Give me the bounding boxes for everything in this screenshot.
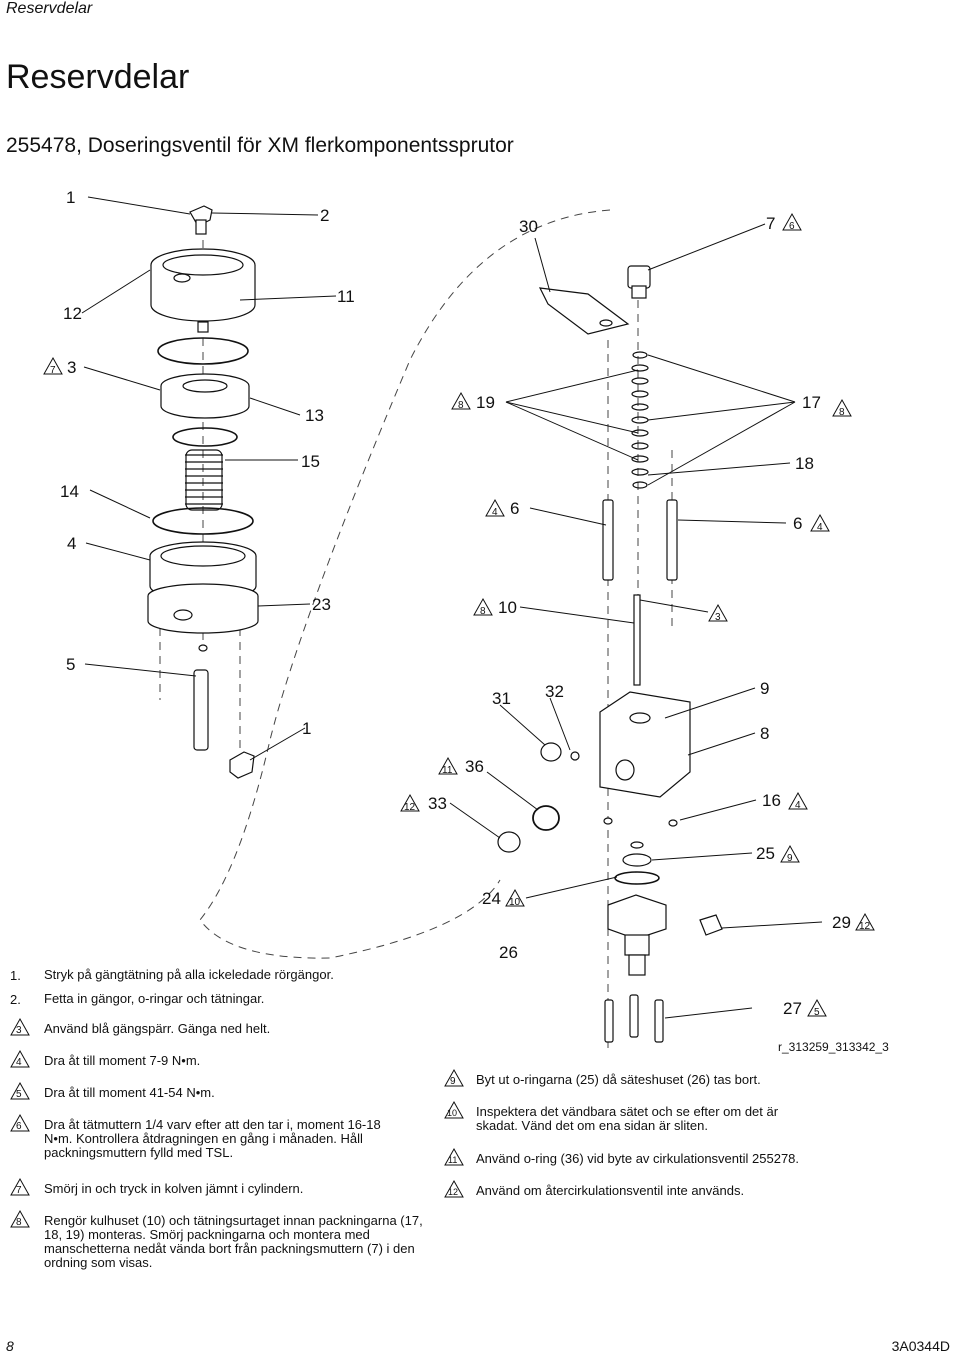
svg-text:11: 11	[442, 765, 453, 776]
triangle-mark-11: 11	[438, 757, 458, 776]
callout-3: 3	[67, 358, 76, 377]
note-5: Dra åt till moment 41-54 N•m.	[44, 1085, 215, 1100]
note-2: Fetta in gängor, o-ringar och tätningar.	[44, 991, 265, 1006]
note-3: Använd blå gängspärr. Gänga ned helt.	[44, 1021, 271, 1036]
callout-32: 32	[545, 682, 564, 701]
triangle-mark-12: 12	[400, 794, 420, 813]
note-label-12: 12	[448, 1187, 459, 1197]
note-label-11: 11	[448, 1155, 458, 1165]
note-8: Rengör kulhuset (10) och tätningsurtaget…	[44, 1213, 423, 1270]
callout-15: 15	[301, 452, 320, 471]
callout-1: 1	[66, 188, 75, 207]
note-label-1: 1.	[10, 968, 21, 983]
svg-text:6: 6	[789, 221, 795, 232]
svg-text:4: 4	[817, 522, 823, 533]
callout-23: 23	[312, 595, 331, 614]
triangle-mark-7: 7	[43, 357, 63, 376]
callout-4: 4	[67, 534, 76, 553]
callout-17: 17	[802, 393, 821, 412]
callout-33: 33	[428, 794, 447, 813]
callout-2: 2	[320, 206, 329, 225]
callout-6-left: 6	[510, 499, 519, 518]
triangle-mark-8-lower: 8	[473, 598, 493, 617]
note-7: Smörj in och tryck in kolven jämnt i cyl…	[44, 1181, 304, 1196]
triangle-mark-3: 3	[708, 604, 728, 623]
triangle-note-marks: 6 7 8 8 4 4 8 3 11 12 4 9 10 12 5	[43, 213, 875, 1018]
note-label-3: 3	[16, 1025, 22, 1036]
callout-14: 14	[60, 482, 79, 501]
callout-36: 36	[465, 757, 484, 776]
document-id: 3A0344D	[891, 1338, 950, 1354]
callout-12: 12	[63, 304, 82, 323]
callout-1-lower: 1	[302, 719, 311, 738]
callout-9: 9	[760, 679, 769, 698]
note-label-10: 10	[447, 1108, 458, 1118]
callout-31: 31	[492, 689, 511, 708]
callout-10: 10	[498, 598, 517, 617]
callout-13: 13	[305, 406, 324, 425]
triangle-mark-10: 10	[505, 889, 525, 908]
page-number: 8	[6, 1338, 14, 1354]
svg-text:5: 5	[814, 1007, 820, 1018]
note-10: Inspektera det vändbara sätet och se eft…	[476, 1104, 779, 1133]
svg-text:10: 10	[509, 897, 521, 908]
callout-27: 27	[783, 999, 802, 1018]
running-header: Reservdelar	[6, 0, 93, 17]
note-11: Använd o-ring (36) vid byte av cirkulati…	[476, 1151, 800, 1166]
callout-19: 19	[476, 393, 495, 412]
callout-29: 29	[832, 913, 851, 932]
upper-housing-assembly	[147, 205, 259, 779]
note-label-7: 7	[16, 1185, 22, 1196]
note-label-8: 8	[16, 1217, 22, 1228]
page-title: Reservdelar	[6, 58, 190, 96]
leader-lines	[81, 196, 823, 1019]
callout-6-right: 6	[793, 514, 802, 533]
triangle-mark-4-right: 4	[810, 514, 830, 533]
note-6: Dra åt tätmuttern 1/4 varv efter att den…	[44, 1117, 381, 1160]
svg-text:12: 12	[404, 802, 416, 813]
callout-26: 26	[499, 943, 518, 962]
triangle-mark-9: 9	[780, 845, 800, 864]
note-12: Använd om återcirkulationsventil inte an…	[476, 1183, 745, 1198]
svg-text:3: 3	[715, 612, 721, 623]
callout-11: 11	[337, 287, 355, 306]
callout-25: 25	[756, 844, 775, 863]
note-label-6: 6	[16, 1121, 22, 1132]
callout-8: 8	[760, 724, 769, 743]
callout-7: 7	[766, 214, 775, 233]
triangle-mark-12-lower: 12	[855, 913, 875, 932]
triangle-mark-6: 6	[782, 213, 802, 232]
callout-18: 18	[795, 454, 814, 473]
note-label-2: 2.	[10, 992, 21, 1007]
callout-5: 5	[66, 655, 75, 674]
callout-16: 16	[762, 791, 781, 810]
svg-text:7: 7	[50, 365, 56, 376]
assembly-centerlines	[159, 209, 673, 1050]
note-label-5: 5	[16, 1089, 22, 1100]
callout-24: 24	[482, 889, 501, 908]
figure-reference: r_313259_313342_3	[778, 1040, 889, 1054]
note-1: Stryk på gängtätning på alla ickeledade …	[44, 967, 334, 982]
note-label-9: 9	[450, 1076, 456, 1087]
svg-text:8: 8	[458, 400, 464, 411]
note-4: Dra åt till moment 7-9 N•m.	[44, 1053, 201, 1068]
svg-text:4: 4	[795, 800, 801, 811]
triangle-mark-4-left: 4	[485, 499, 505, 518]
triangle-mark-4-lower: 4	[788, 792, 808, 811]
note-9: Byt ut o-ringarna (25) då säteshuset (26…	[476, 1072, 761, 1087]
valve-housing-assembly	[497, 265, 723, 1043]
svg-text:4: 4	[492, 507, 498, 518]
triangle-mark-8-right: 8	[832, 399, 852, 418]
triangle-mark-5: 5	[807, 999, 827, 1018]
svg-text:8: 8	[839, 407, 845, 418]
svg-text:12: 12	[859, 921, 871, 932]
callout-labels: 1 2 30 7 12 11 3 13 19 17 15 14 18 6 4 6…	[60, 188, 851, 1018]
svg-text:9: 9	[787, 853, 793, 864]
svg-text:8: 8	[480, 606, 486, 617]
note-label-4: 4	[16, 1057, 22, 1068]
callout-30: 30	[519, 217, 538, 236]
page-subtitle: 255478, Doseringsventil för XM flerkompo…	[6, 134, 514, 157]
triangle-mark-8-left: 8	[451, 392, 471, 411]
